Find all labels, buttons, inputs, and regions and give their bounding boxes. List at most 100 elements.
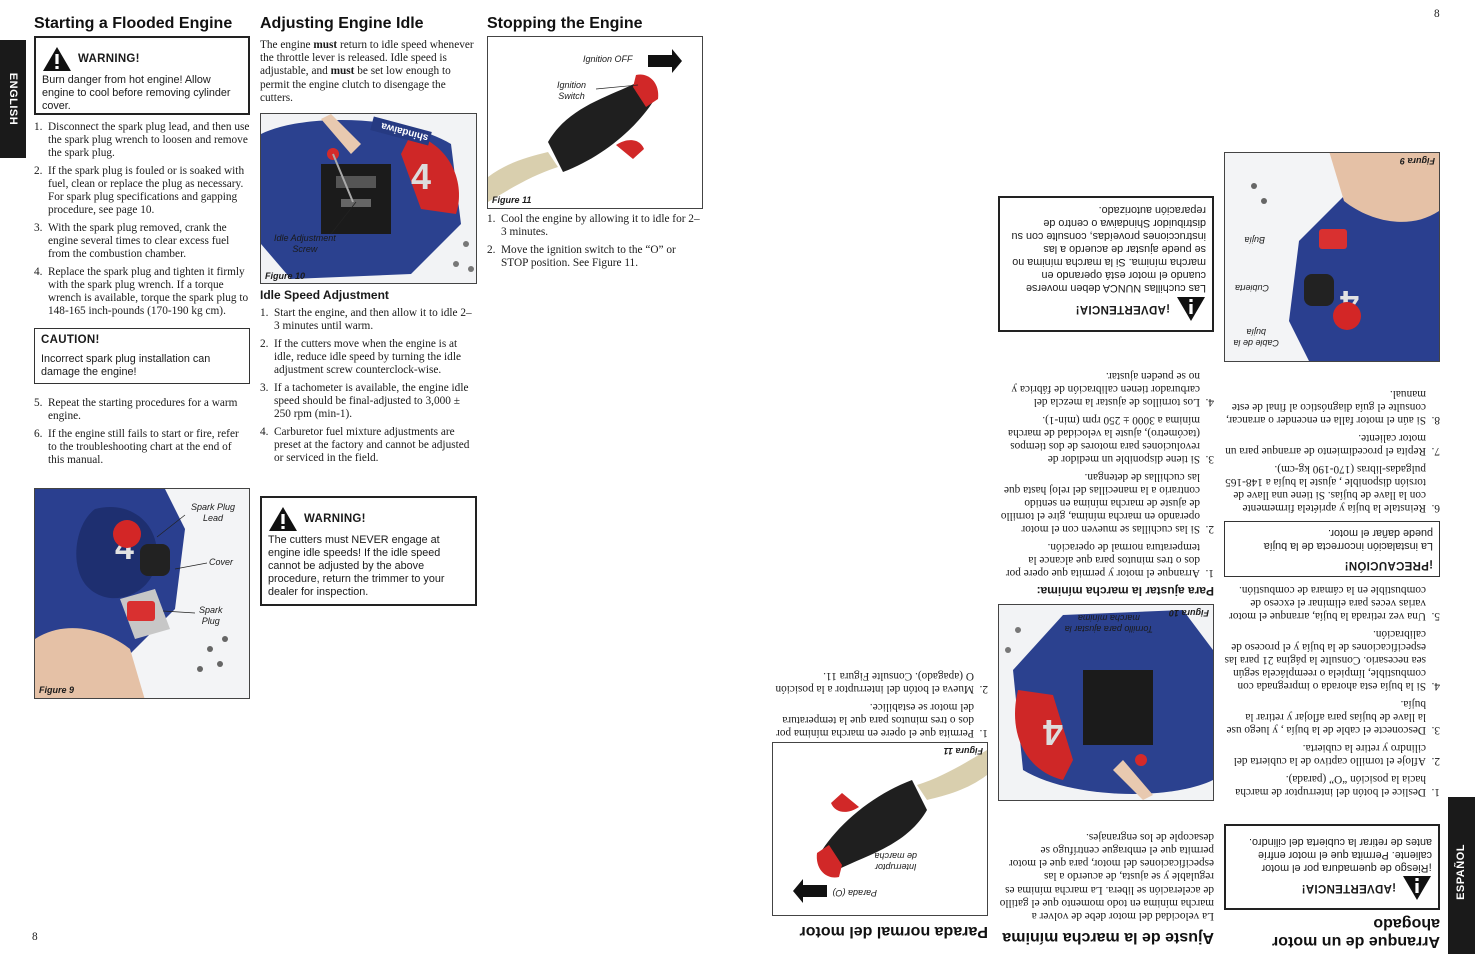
label-cable: Cable de la bujía [1233,327,1279,348]
steps-list-b: 6.Reinstale la bujía y apriétela firmeme… [1224,387,1440,514]
svg-text:4: 4 [411,156,431,197]
col-flooded-engine: Starting a Flooded Engine WARNING! Burn … [34,15,250,472]
list-item: 2.Mueva el botón del interruptor a la po… [775,670,988,695]
steps-list: 1.Permita que el opere en marcha mínima … [772,669,988,739]
figure-caption: Figure 10 [265,271,306,281]
steps-list-b: 5.Repeat the starting procedures for a w… [34,397,250,467]
es-idle-steps: Para ajustar la marcha mínima: 1.Arranqu… [998,338,1214,598]
steps-list: 1.Arranque el motor y permita que opere … [998,369,1214,579]
warning-box: WARNING! The cutters must NEVER engage a… [260,496,477,606]
steps-list: 1.Cool the engine by allowing it to idle… [487,213,703,270]
label-spark-plug: Spark Plug [199,605,223,626]
figure-10-photo: 4 shindaiwa [261,114,476,283]
label-plug: Bujía [1244,235,1265,245]
warning-title: WARNING! [78,52,140,65]
caution-title: ¡PRECAUCIÓN! [1344,559,1433,571]
figure-caption: Figure 9 [39,685,75,695]
intro-paragraph: The engine must return to idle speed whe… [260,39,474,104]
figura-10-photo: 4 [998,604,1213,800]
list-item: 3.If a tachometer is available, the engi… [260,382,469,420]
figura-9-photo: 4 [1224,152,1439,361]
figura-11: Parada (O) Interruptor de marcha Figura … [772,742,988,916]
figure-caption: Figura 9 [1399,156,1435,166]
warning-text: The cutters must NEVER engage at engine … [268,534,445,598]
caution-title: CAUTION! [41,334,100,346]
steps-list: 1.Start the engine, and then allow it to… [260,307,477,465]
subheading: Para ajustar la marcha mínima: [1036,584,1214,598]
section-heading: Ajuste de la marcha mínima [1002,929,1214,946]
list-item: 6.Reinstale la bujía y apriétela firmeme… [1225,463,1440,514]
label-idle-screw: Idle Adjustment Screw [274,233,336,254]
caution-text: Incorrect spark plug installation can da… [41,353,211,378]
label-idle-screw: Tornillo para ajustar la marcha mínima [1064,613,1153,634]
caution-box: CAUTION! Incorrect spark plug installati… [34,328,250,384]
list-item: 2.If the spark plug is fouled or is soak… [34,165,245,216]
warning-triangle-icon [1176,296,1206,322]
idle-speed-adjustment: Idle Speed Adjustment 1.Start the engine… [260,288,477,470]
label-spark-plug-lead: Spark Plug Lead [191,502,236,523]
section-heading: Starting a Flooded Engine [34,15,233,32]
figure-9: 4 Spark Plug Lead Cover Spark Plug Figur… [34,488,250,699]
list-item: 5.Una vez retirada la bujía, arranque el… [1229,584,1440,622]
col-engine-idle: Adjusting Engine Idle The engine must re… [260,15,477,105]
caution-text: La instalación incorrecta de la bujía pu… [1263,527,1433,552]
list-item: 1.Permita que el opere en marcha mínima … [776,701,988,739]
list-item: 8.Si aún el motor falla en encender o ar… [1226,388,1440,426]
es-caution-box: ¡PRECAUCIÓN! La instalación incorrecta d… [1224,521,1440,577]
label-stop: Parada (O) [832,888,877,898]
list-item: 4.Si la bujía esta ahorada o impregnada … [1224,628,1440,692]
es-stopping-steps: 1.Permita que el opere en marcha mínima … [772,655,988,739]
list-item: 4.Los tornillos de ajustar la mezcla del… [1011,370,1215,408]
es-warning-box: ¡ADVERTENCIA! Las cuchillas NUNCA deben … [998,196,1214,332]
list-item: 1.Cool the engine by allowing it to idle… [487,213,700,238]
stopping-steps: 1.Cool the engine by allowing it to idle… [487,213,703,275]
es-flooded-steps-b: 6.Reinstale la bujía y apriétela firmeme… [1224,372,1440,514]
list-item: 2.If the cutters move when the engine is… [260,338,461,376]
label-ignition-switch: Interruptor de marcha [874,851,917,872]
list-item: 4.Replace the spark plug and tighten it … [34,266,249,317]
list-item: 2.Si las cuchillas se mueven con el moto… [1000,471,1214,535]
warning-box: ¡ADVERTENCIA! ¡Riesgo de quemadura por e… [1224,824,1440,910]
warning-title: ¡ADVERTENCIA! [1301,882,1396,895]
warning-text: ¡Riesgo de quemadura por el motor calien… [1248,836,1432,874]
es-flooded-steps-a: 1.Deslice el botón del interruptor de ma… [1224,583,1440,798]
language-tab-spanish: ESPAÑOL [1448,797,1475,954]
list-item: 2.Move the ignition switch to the “O” or… [487,244,676,269]
list-item: 7.Repita el procedimiento de arranque pa… [1225,432,1440,457]
label-ignition-switch: Ignition Switch [557,80,587,101]
label-cover: Cubierta [1234,283,1269,293]
label-cover: Cover [209,557,234,567]
figure-9-photo: 4 [35,489,249,698]
intro-paragraph: La velocidad del motor debe de volver a … [999,830,1214,922]
label-ignition-off: Ignition OFF [583,54,633,64]
warning-text: Burn danger from hot engine! Allow engin… [42,74,231,112]
steps-list-a: 1.Deslice el botón del interruptor de ma… [1224,583,1440,798]
list-item: 3.With the spark plug removed, crank the… [34,222,230,260]
list-item: 1.Disconnect the spark plug lead, and th… [34,121,250,159]
es-stopping-heading-area: Parada normal del motor [772,918,989,940]
section-heading: Adjusting Engine Idle [260,15,424,32]
figure-caption: Figure 11 [492,195,532,205]
warning-triangle-icon [268,506,298,532]
figura-10: 4 Tornillo para ajustar la marcha mínima… [998,604,1214,801]
steps-list-a: 1.Disconnect the spark plug lead, and th… [34,121,250,318]
list-item: 2.Afloje el tornillo captivo de la cubie… [1233,742,1440,767]
warning-box: WARNING! Burn danger from hot engine! Al… [34,36,250,115]
warning-title: ¡ADVERTENCIA! [1075,303,1170,316]
figura-11-photo [772,742,987,915]
list-item: 1.Start the engine, and then allow it to… [260,307,472,332]
section-heading: Stopping the Engine [487,15,643,32]
figure-11-photo [488,37,702,208]
language-tab-english: ENGLISH [0,40,26,158]
warning-triangle-icon [42,46,72,72]
warning-title: WARNING! [304,512,366,525]
list-item: 5.Repeat the starting procedures for a w… [34,397,238,422]
col-stopping-engine: Stopping the Engine [487,15,703,33]
list-item: 4.Carburetor fuel mixture adjustments ar… [260,426,470,464]
section-heading: Parada normal del motor [799,923,989,940]
figure-caption: Figura 11 [943,746,983,756]
figure-10: 4 shindaiwa Idle Adjustment Screw Figure… [260,113,477,284]
es-idle-heading-area: Ajuste de la marcha mínima La velocidad … [998,806,1214,946]
svg-text:4: 4 [1043,712,1063,753]
